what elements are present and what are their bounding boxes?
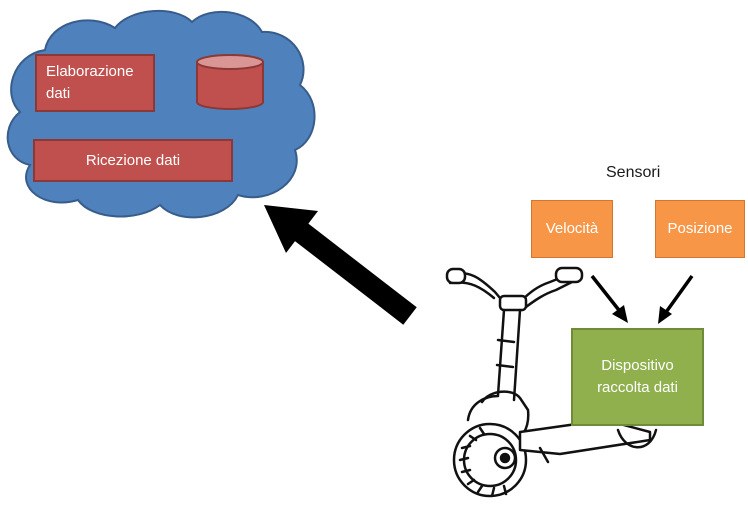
sensors-title: Sensori: [606, 164, 661, 181]
processing-label: Elaborazione dati: [46, 63, 134, 102]
position-sensor-box: Posizione: [655, 200, 745, 258]
data-collector-label: Dispositivo raccolta dati: [597, 357, 678, 396]
data-collector-box: Dispositivo raccolta dati: [571, 328, 704, 426]
receive-box: Ricezione dati: [33, 139, 233, 182]
database-icon: [196, 54, 264, 110]
speed-sensor-label: Velocità: [545, 220, 599, 237]
upload-arrow: [264, 205, 417, 325]
speed-to-device-arrow: [590, 274, 628, 323]
position-to-device-arrow: [658, 274, 694, 324]
scooter-illustration: [445, 266, 658, 498]
position-sensor-label: Posizione: [667, 220, 733, 237]
speed-sensor-box: Velocità: [531, 200, 613, 258]
receive-label: Ricezione dati: [85, 151, 181, 169]
cloud-shape: [6, 10, 316, 219]
processing-box: Elaborazione dati: [35, 54, 155, 112]
